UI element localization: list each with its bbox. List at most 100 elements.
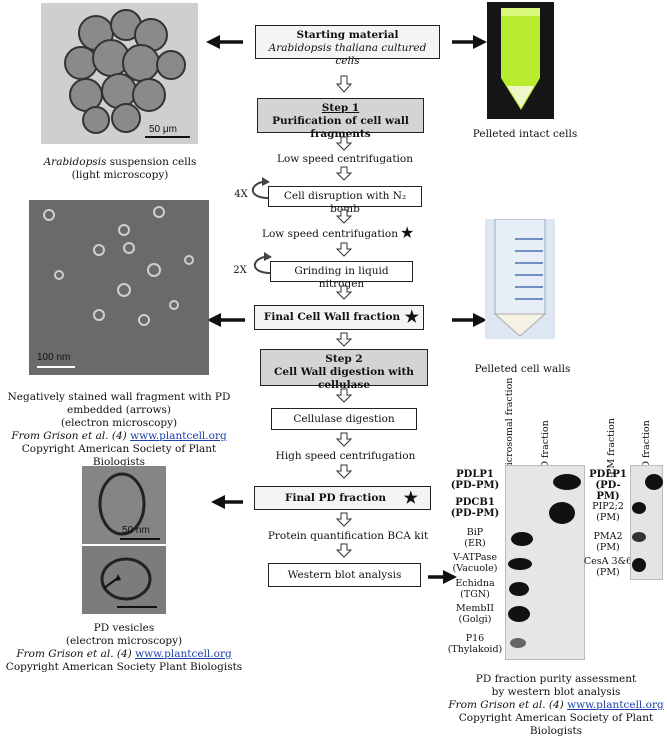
- down-arrow-icon: [335, 75, 353, 93]
- blot-label-cesa: CesA 3&6(PM): [583, 556, 633, 578]
- caption-text: (electron microscopy): [60, 417, 178, 429]
- em-scale-label: 100 nm: [37, 352, 71, 363]
- repeat-2x-label: 2X: [233, 265, 247, 276]
- scale-bar: [37, 366, 75, 368]
- blot-band: [632, 532, 646, 542]
- cell-walls-tube-photo: [485, 219, 555, 339]
- blot-label-pdcb1: PDCB1(PD-PM): [450, 497, 500, 519]
- down-arrow-icon: [335, 209, 353, 224]
- suspension-cells-caption: Arabidopsis suspension cells (light micr…: [40, 156, 200, 182]
- caption-italic: From Grison et al. (4): [11, 430, 127, 442]
- caption-text: Copyright American Society Plant Biologi…: [5, 661, 243, 673]
- cell-disruption-box: Cell disruption with N₂ bomb: [268, 186, 422, 215]
- high-speed-centrifugation: High speed centrifugation: [275, 450, 416, 462]
- down-arrow-icon: [335, 432, 353, 447]
- repeat-4x-label: 4X: [234, 189, 248, 200]
- blot-label-pip22: PIP2;2(PM): [592, 501, 624, 523]
- blot-caption: PD fraction purity assessment by western…: [447, 673, 665, 738]
- down-arrow-icon: [335, 512, 353, 527]
- down-arrow-icon: [335, 166, 353, 181]
- step2-subtitle: Cell Wall digestion with cellulase: [274, 366, 414, 391]
- down-arrow-icon: [335, 464, 353, 479]
- cellulase-digestion-text: Cellulase digestion: [293, 413, 395, 425]
- down-arrow-icon: [335, 136, 353, 151]
- vesicle-image: [82, 466, 166, 614]
- grinding-text: Grinding in liquid nitrogen: [294, 265, 389, 290]
- repeat-arrow-icon: [254, 256, 271, 274]
- cells-image: [41, 3, 198, 144]
- step1-title: Step 1: [321, 102, 360, 114]
- intact-cells-caption: Pelleted intact cells: [472, 128, 578, 140]
- starting-material-box: Starting material Arabidopsis thaliana c…: [255, 25, 440, 67]
- low-speed-centrifugation-1: Low speed centrifugation: [277, 153, 413, 165]
- plantcell-link[interactable]: www.plantcell.org: [130, 430, 227, 442]
- blot-band: [510, 638, 526, 648]
- blot-label-pdlp1: PDLP1(PD-PM): [450, 469, 500, 491]
- blot-band: [632, 558, 646, 572]
- blot-label-membii: MembII(Golgi): [456, 603, 494, 625]
- blot-left-lanes: [505, 465, 585, 660]
- blot-band: [553, 474, 581, 490]
- caption-text: embedded (arrows): [66, 404, 171, 416]
- caption-text: Negatively stained wall fragment with PD: [7, 391, 231, 403]
- starting-material-title: Starting material: [296, 29, 399, 41]
- protein-quantification: Protein quantification BCA kit: [267, 530, 429, 542]
- cellulase-digestion-box: Cellulase digestion: [271, 408, 417, 430]
- grinding-box: Grinding in liquid nitrogen: [270, 261, 413, 290]
- blot-band: [645, 474, 663, 490]
- cell-walls-caption: Pelleted cell walls: [474, 363, 571, 375]
- low-speed-centrifugation-2: Low speed centrifugation: [262, 228, 398, 240]
- caption-text: PD vesicles: [93, 622, 155, 634]
- star-icon: ★: [403, 488, 418, 507]
- blot-label-bip: BiP(ER): [464, 527, 486, 549]
- western-blot-text: Western blot analysis: [287, 569, 402, 581]
- down-arrow-icon: [335, 242, 353, 257]
- tube-image: [487, 2, 554, 119]
- scale-bar: [145, 136, 190, 138]
- blot-label-vatpase: V-ATPase(Vacuole): [452, 552, 498, 574]
- final-cell-wall-text: Final Cell Wall fraction: [263, 311, 401, 323]
- plantcell-link[interactable]: www.plantcell.org: [567, 699, 664, 711]
- em-image: [29, 200, 209, 375]
- caption-text: (light microscopy): [71, 169, 169, 181]
- pd-vesicles-caption: PD vesicles (electron microscopy) From G…: [0, 622, 248, 674]
- cells-scale-label: 50 μm: [149, 124, 177, 135]
- final-pd-text: Final PD fraction: [285, 492, 386, 504]
- final-cell-wall-box: Final Cell Wall fraction ★: [254, 305, 424, 330]
- blot-band: [508, 558, 532, 570]
- caption-text: Biologists: [529, 725, 583, 737]
- down-arrow-icon: [335, 332, 353, 347]
- tube-image: [485, 219, 555, 339]
- starting-material-subtitle: Arabidopsis thaliana cultured cells: [268, 42, 427, 67]
- caption-text: Copyright American Society of Plant Biol…: [21, 443, 217, 468]
- blot-right-col-pm: PM fraction: [606, 418, 617, 475]
- scale-bar: [117, 606, 157, 608]
- blot-label-pdlp1-right: PDLP1(PD-PM): [589, 469, 627, 502]
- blot-band: [509, 582, 529, 596]
- cell-disruption-text: Cell disruption with N₂ bomb: [283, 190, 407, 215]
- suspension-cells-photo: 50 μm: [41, 3, 198, 144]
- down-arrow-icon: [335, 543, 353, 558]
- caption-italic: From Grison et al. (4): [16, 648, 132, 660]
- caption-text: by western blot analysis: [491, 686, 621, 698]
- intact-cells-tube-photo: [487, 2, 554, 119]
- plantcell-link[interactable]: www.plantcell.org: [135, 648, 232, 660]
- repeat-arrow-icon: [252, 181, 269, 199]
- step1-box: Step 1 Purification of cell wall fragmen…: [257, 98, 424, 140]
- step2-title: Step 2: [325, 353, 363, 365]
- blot-band: [511, 532, 533, 546]
- caption-text: Copyright American Society of Plant: [458, 712, 654, 724]
- caption-text: PD fraction purity assessment: [475, 673, 637, 685]
- blot-left-col-microsomal: Microsomal fraction: [504, 377, 515, 475]
- step2-box: Step 2 Cell Wall digestion with cellulas…: [260, 349, 428, 391]
- final-pd-box: Final PD fraction ★: [254, 486, 431, 510]
- blot-label-echidna: Echidna(TGN): [455, 578, 495, 600]
- wall-fragment-em-photo: 100 nm: [29, 200, 209, 375]
- pd-scale-label: 50 nm: [122, 525, 150, 536]
- caption-italic: From Grison et al. (4): [448, 699, 564, 711]
- star-icon: ★: [400, 223, 415, 242]
- pd-vesicles-photo: 50 nm: [82, 466, 166, 614]
- blot-band: [549, 502, 575, 524]
- down-arrow-icon: [335, 388, 353, 403]
